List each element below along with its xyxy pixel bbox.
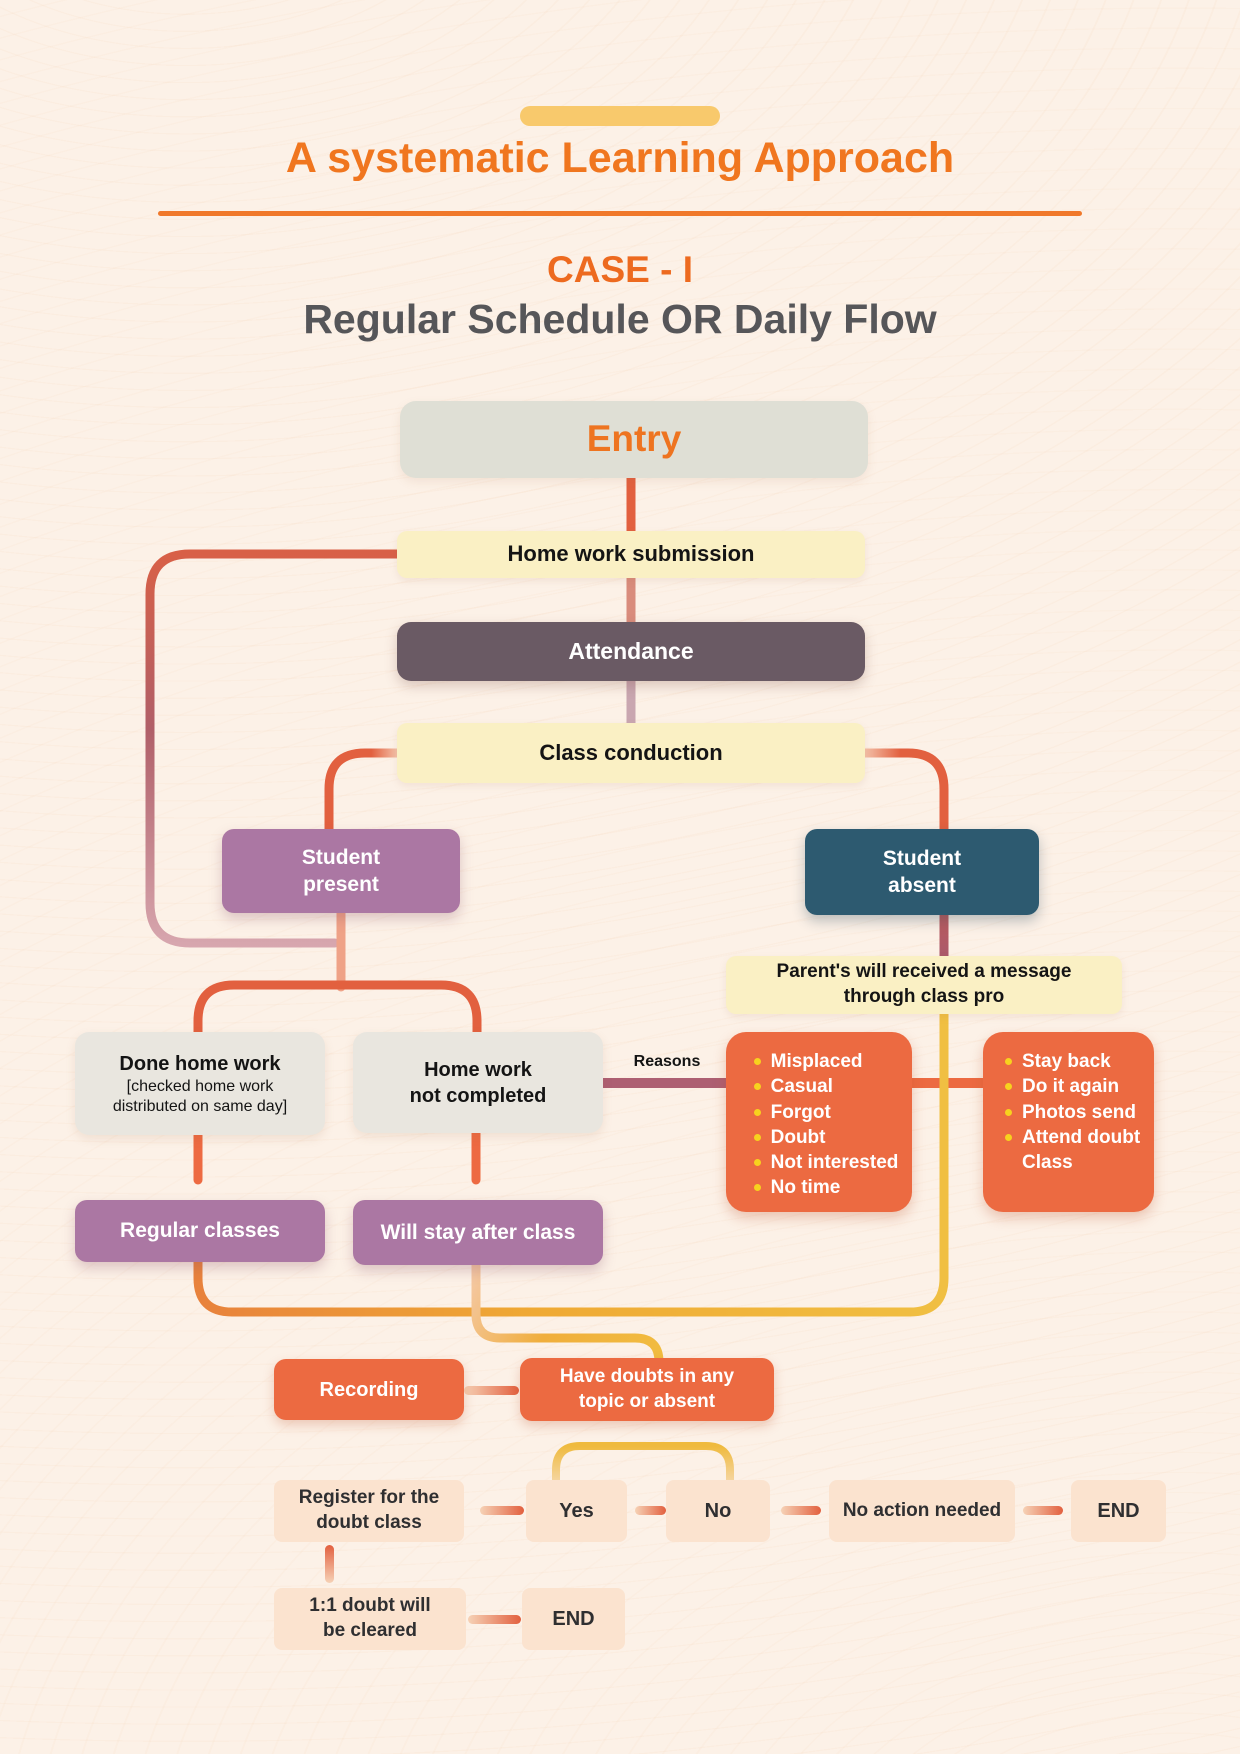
node-end-top: END	[1071, 1480, 1166, 1542]
node-register-doubt-class: Register for the doubt class	[274, 1480, 464, 1542]
node-no: No	[666, 1480, 770, 1542]
node-student-absent: Student absent	[805, 829, 1039, 915]
list-item: Not interested	[753, 1150, 898, 1175]
node-done-homework-note: [checked home work distributed on same d…	[112, 1077, 288, 1115]
node-entry-label: Entry	[586, 418, 682, 460]
list-item: Casual	[753, 1074, 899, 1099]
node-student-present: Student present	[222, 829, 460, 913]
list-item: Stay back	[1005, 1049, 1146, 1074]
node-doubt-cleared: 1:1 doubt will be cleared	[274, 1588, 466, 1650]
node-parents-message-label: Parent's will received a message through…	[776, 961, 1072, 1007]
list-item: Doubt	[753, 1125, 899, 1150]
node-end-top-label: END	[1097, 1500, 1140, 1522]
node-student-absent-label: Student absent	[882, 846, 962, 897]
node-attendance-label: Attendance	[568, 637, 694, 664]
node-entry: Entry	[400, 401, 868, 478]
case-heading: CASE - I	[547, 249, 693, 290]
node-parents-message: Parent's will received a message through…	[726, 956, 1122, 1014]
node-yes: Yes	[526, 1480, 627, 1542]
node-will-stay-after-class: Will stay after class	[353, 1200, 603, 1265]
node-no-action-needed-label: No action needed	[842, 1499, 1002, 1521]
node-done-homework: Done home work [checked home work distri…	[75, 1032, 325, 1135]
node-register-doubt-class-label: Register for the doubt class	[298, 1487, 440, 1533]
list-item: Attend doubt Class	[1005, 1125, 1146, 1176]
node-attendance: Attendance	[397, 622, 865, 681]
header-accent-pill	[520, 106, 720, 126]
node-regular-classes: Regular classes	[75, 1200, 325, 1262]
reasons-label: Reasons	[633, 1053, 701, 1070]
node-recording: Recording	[274, 1359, 464, 1420]
node-end-bottom-label: END	[552, 1608, 595, 1630]
list-item: Forgot	[753, 1100, 899, 1125]
node-no-action-needed: No action needed	[829, 1480, 1015, 1542]
node-homework-not-completed-label: Home work not completed	[409, 1058, 547, 1107]
node-have-doubts: Have doubts in any topic or absent	[520, 1358, 774, 1421]
node-homework-submission: Home work submission	[397, 531, 865, 578]
node-have-doubts-label: Have doubts in any topic or absent	[559, 1365, 735, 1412]
page-title: A systematic Learning Approach	[285, 134, 955, 182]
node-doubt-cleared-label: 1:1 doubt will be cleared	[309, 1595, 431, 1641]
page-subtitle: Regular Schedule OR Daily Flow	[303, 296, 937, 342]
list-item: Photos send	[1005, 1100, 1146, 1125]
node-class-conduction: Class conduction	[397, 723, 865, 783]
node-yes-label: Yes	[559, 1500, 594, 1522]
list-item: Do it again	[1005, 1074, 1146, 1099]
list-item: No time	[753, 1175, 899, 1200]
node-no-label: No	[704, 1500, 732, 1522]
node-homework-submission-label: Home work submission	[507, 541, 755, 567]
node-done-homework-title: Done home work	[119, 1052, 281, 1075]
node-will-stay-after-class-label: Will stay after class	[380, 1220, 576, 1244]
node-recording-label: Recording	[319, 1378, 419, 1401]
node-class-conduction-label: Class conduction	[539, 739, 723, 765]
node-end-bottom: END	[522, 1588, 625, 1650]
header-divider	[158, 211, 1082, 216]
node-homework-not-completed: Home work not completed	[353, 1032, 603, 1133]
node-regular-classes-label: Regular classes	[120, 1219, 280, 1243]
list-item: Misplaced	[753, 1049, 899, 1074]
node-student-present-label: Student present	[301, 845, 381, 896]
